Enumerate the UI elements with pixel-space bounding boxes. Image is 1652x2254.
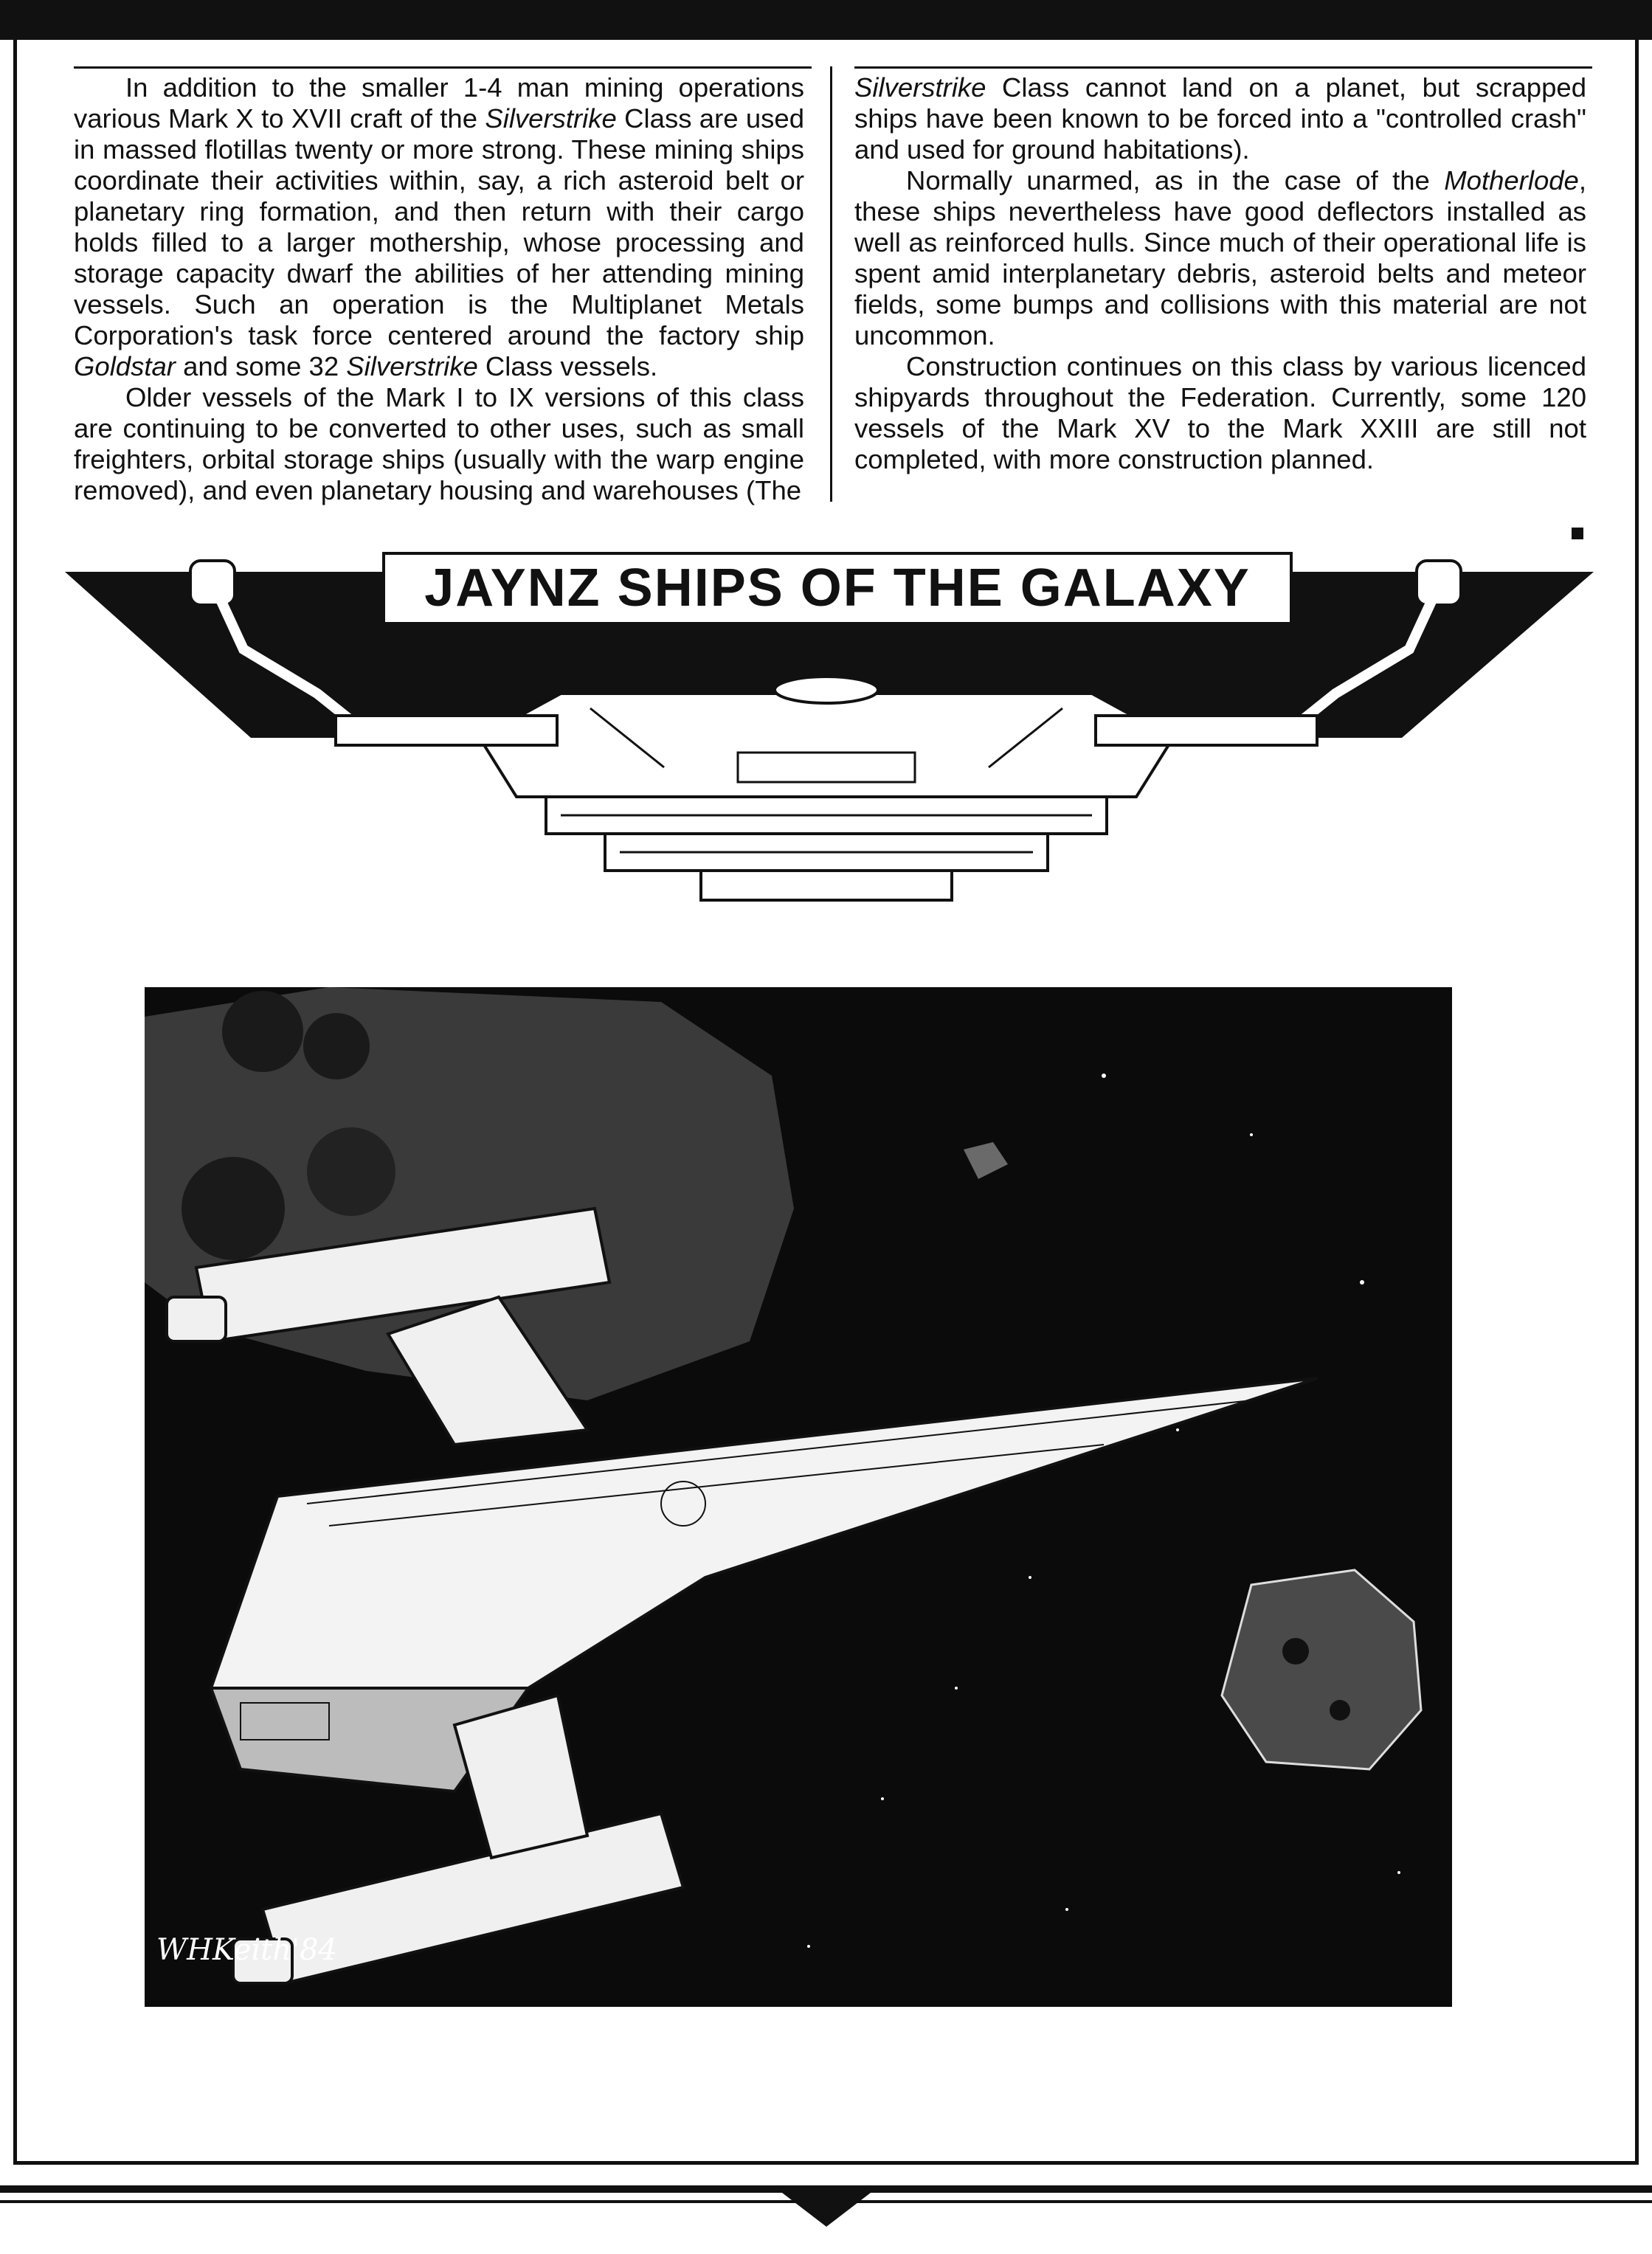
paragraph: Silverstrike Class cannot land on a plan…	[854, 72, 1586, 165]
page-frame	[13, 40, 1639, 2165]
article-end-mark	[1572, 528, 1583, 539]
starship-illustration	[145, 987, 1452, 2007]
banner-ship-art	[65, 552, 1594, 902]
paragraph: In addition to the smaller 1-4 man minin…	[74, 72, 805, 381]
right-column-rule	[854, 66, 1592, 69]
right-column: Silverstrike Class cannot land on a plan…	[854, 72, 1586, 475]
paragraph: Older vessels of the Mark I to IX versio…	[74, 382, 804, 505]
bottom-rule	[0, 2185, 1652, 2227]
left-column: In addition to the smaller 1-4 man minin…	[74, 72, 804, 506]
column-divider	[830, 66, 832, 502]
paragraph: Construction continues on this class by …	[854, 351, 1586, 474]
section-title: JAYNZ SHIPS OF THE GALAXY	[424, 559, 1251, 618]
left-column-rule	[74, 66, 812, 69]
article-body: In addition to the smaller 1-4 man minin…	[74, 59, 1592, 505]
top-black-bar	[0, 0, 1652, 40]
paragraph: Normally unarmed, as in the case of the …	[854, 165, 1586, 350]
artist-signature: WHKeith'84	[156, 1933, 337, 1967]
